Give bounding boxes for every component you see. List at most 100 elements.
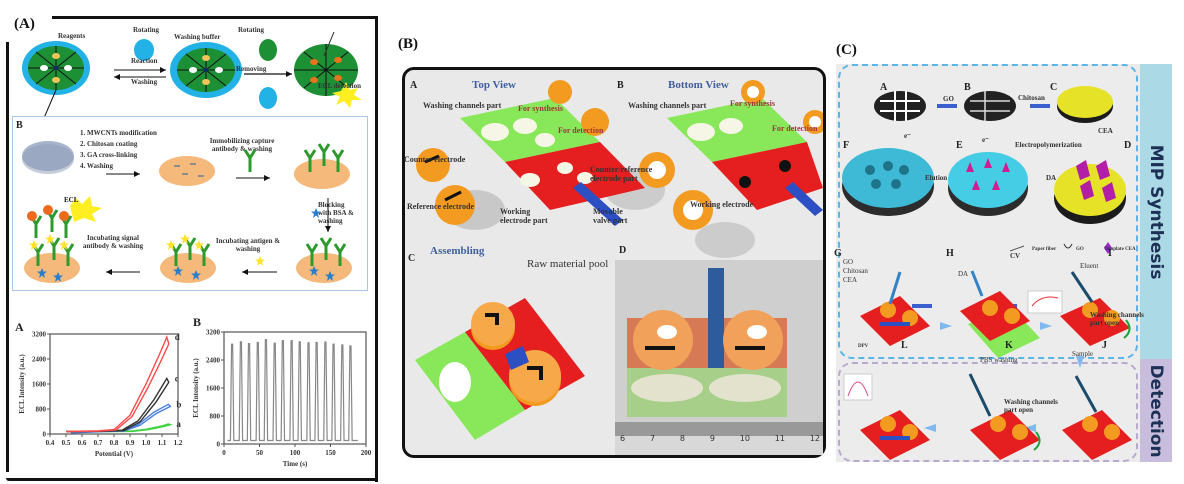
assembled-device [415, 298, 585, 440]
sub-a-label: A [410, 80, 418, 91]
y-tick-label: 800 [36, 406, 47, 414]
label-ecl-detection: ECL detection [318, 82, 361, 90]
arrow-electropolymerization-label: Electropolymerization [1015, 141, 1082, 149]
label-raw-material-pool: Raw material pool [527, 258, 609, 270]
x-tick-label: 0.5 [62, 439, 71, 447]
label-movable-valve: Movable valve part [593, 207, 628, 226]
panel-a-border-right [375, 16, 378, 482]
x-tick-label: 150 [325, 449, 336, 457]
arrow-chitosan-label: Chitosan [1018, 94, 1045, 102]
series-line-c [65, 376, 170, 433]
peak-point [316, 341, 318, 344]
i-eluent-label: Eluent [1080, 262, 1099, 270]
ruler-tick: 9 [709, 434, 715, 443]
step-e-label: E [956, 140, 963, 151]
disc-reagents [22, 41, 90, 118]
disc-washing [170, 42, 242, 98]
series-label-a: a [176, 419, 181, 429]
label-washing-buffer: Washing buffer [174, 33, 221, 41]
sub-c-label: C [408, 253, 416, 264]
sub-b-view-label: B [617, 80, 624, 91]
ruler-tick: 8 [679, 434, 685, 443]
j-sample-label: Sample [1072, 350, 1093, 358]
y-tick-label: 2400 [206, 357, 221, 365]
x-tick-label: 0.4 [46, 439, 55, 447]
label-for-synthesis-top: For synthesis [518, 104, 563, 113]
y-tick-label: 0 [217, 441, 221, 449]
panel-a-border-left [6, 42, 9, 472]
label-immobilizing: Immobilizing capture antibody & washing [209, 137, 275, 154]
g-input-chitosan: Chitosan [843, 267, 868, 275]
mip-synthesis-box [838, 64, 1138, 359]
step-g-device [860, 271, 930, 346]
detection-box [838, 362, 1138, 462]
sub-b-label: B [16, 120, 23, 131]
x-tick-label: 0.6 [78, 439, 87, 447]
label-washing-channels-bottom: Washing channels part [628, 101, 707, 110]
panel-c-background [836, 64, 1172, 462]
panel-c-label: (C) [836, 42, 857, 58]
step-l-label: L [901, 340, 908, 351]
label-for-detection-top: For detection [558, 126, 604, 135]
x-tick-label: 100 [290, 449, 301, 457]
h-da-label: DA [958, 270, 969, 278]
arrow-elution-label: Elution [925, 174, 948, 182]
step-2: 2. Chitosan coating [80, 140, 138, 148]
peak-point [307, 342, 310, 344]
panel-a-border-top [52, 16, 378, 19]
k-pbs-label: PBS washing [980, 356, 1018, 364]
arrow-da-label: DA [1046, 174, 1057, 182]
mip-synthesis-title: MIP Synthesis [1146, 144, 1166, 279]
k-open-label: Washing channels part open [1004, 398, 1058, 415]
device-photo [615, 260, 823, 455]
plot-area [223, 331, 367, 445]
label-working-electrode: Working electrode [690, 200, 754, 209]
rotating-disc-scheme [22, 31, 362, 118]
ruler-tick: 12 [809, 434, 820, 443]
series-line-d [65, 335, 170, 433]
arrow-cea-label: CEA [1098, 127, 1113, 135]
arrow-go-label: GO [943, 95, 954, 103]
x-axis-label: Potential (V) [95, 450, 134, 458]
y-tick-label: 1600 [32, 381, 47, 389]
y-axis-label: ECL Intensity (a.u.) [18, 354, 26, 414]
electron-label-f: e⁻ [904, 132, 911, 140]
step-k-device [968, 373, 1041, 460]
detection-title: Detection [1146, 363, 1166, 458]
ruler-tick: 10 [739, 434, 750, 443]
peak-point [248, 342, 250, 345]
rotating-disc-small-1 [134, 39, 154, 61]
step-f-label: F [843, 140, 850, 151]
x-tick-label: 200 [361, 449, 372, 457]
step-i-label: I [1108, 248, 1112, 259]
y-axis-label: ECL Intensity (a.u.) [192, 358, 200, 418]
g-input-cea: CEA [843, 276, 857, 284]
x-axis-label: Time (s) [283, 460, 308, 468]
legend-template-cea: Template CEA [1104, 247, 1136, 252]
step-k-label: K [1005, 340, 1013, 351]
step-h-label: H [946, 248, 954, 259]
label-rotating-2: Rotating [238, 26, 265, 34]
label-counter-reference: Counter/reference electrode part [590, 165, 653, 184]
ruler-tick: 11 [774, 434, 785, 443]
y-tick-label: 1600 [206, 385, 221, 393]
peak-point [265, 339, 267, 341]
ruler-scale: 6 7 8 9 10 11 12 [620, 434, 820, 443]
series-line-peaks [227, 339, 358, 442]
step-b-label: B [964, 82, 971, 93]
x-tick-label: 0 [222, 449, 226, 457]
series-label-d: d [175, 332, 180, 342]
y-tick-label: 3200 [32, 331, 47, 339]
device-views-graphic [415, 80, 823, 455]
chart-a-label: A [15, 320, 24, 334]
step-a-label: A [880, 82, 888, 93]
series-label-b: b [176, 399, 181, 409]
label-working-electrode-part: Working electrode part [500, 207, 548, 226]
step-4: 4. Washing [80, 162, 113, 170]
l-dpv-label: DPV [858, 344, 869, 349]
top-view-device [416, 80, 665, 230]
peak-point [240, 341, 242, 343]
step-d-label: D [1124, 140, 1132, 151]
